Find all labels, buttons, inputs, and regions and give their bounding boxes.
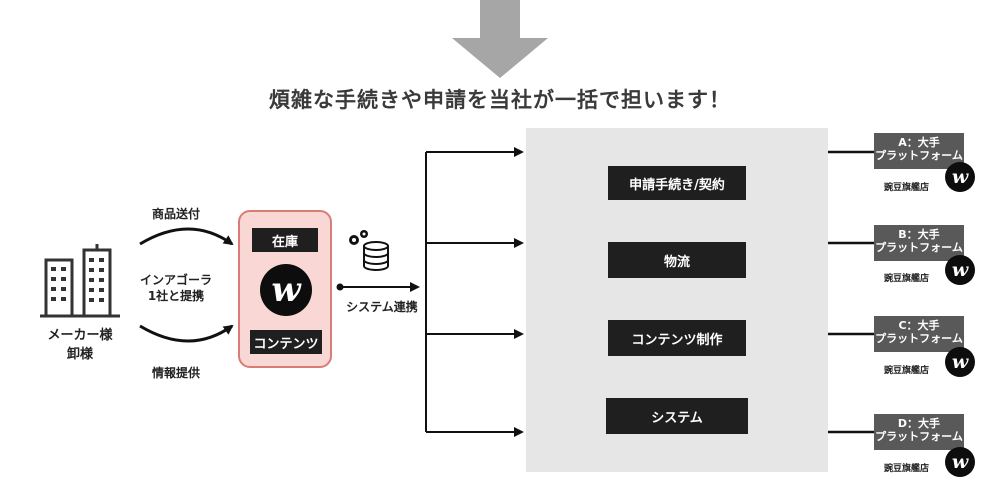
- platform-c: C：大手 プラットフォーム: [874, 316, 964, 352]
- service-logistics: 物流: [608, 242, 746, 278]
- maker-label: メーカー様 卸様: [28, 324, 132, 362]
- flow-label-top: 商品送付: [151, 207, 200, 221]
- platform-a: A：大手 プラットフォーム: [874, 133, 964, 169]
- flow-label-middle: インアゴーラ 1社と提携: [128, 272, 224, 304]
- platform-c-line1: C：大手: [898, 319, 940, 332]
- maker-label-line2: 卸様: [66, 347, 93, 362]
- platform-b-shop: 豌豆旗艦店: [884, 274, 930, 284]
- service-application: 申請手続き/契約: [608, 166, 746, 200]
- platform-b-w-logo-icon: w: [945, 255, 975, 285]
- stock-button: 在庫: [252, 228, 318, 252]
- database-gears-icon: [349, 230, 389, 271]
- w-logo-icon: w: [260, 264, 312, 316]
- platform-b: B：大手 プラットフォーム: [874, 225, 964, 261]
- platform-a-w-logo-icon: w: [945, 162, 975, 192]
- system-link-label: システム連携: [346, 300, 418, 314]
- flow-label-bottom: 情報提供: [151, 366, 200, 380]
- platform-d-shop: 豌豆旗艦店: [884, 464, 930, 474]
- gears-icon: [349, 230, 368, 245]
- database-icon: [363, 241, 389, 271]
- platform-c-shop: 豌豆旗艦店: [884, 366, 930, 376]
- platform-b-line1: B：大手: [898, 228, 940, 241]
- content-button: コンテンツ: [250, 330, 322, 354]
- service-content: コンテンツ制作: [608, 320, 746, 356]
- platform-a-line2: プラットフォーム: [875, 149, 963, 162]
- headline: 煩雑な手続きや申請を当社が一括で担います！: [269, 88, 731, 112]
- platform-b-line2: プラットフォーム: [875, 241, 963, 254]
- platform-d-line2: プラットフォーム: [875, 430, 963, 443]
- platform-d: D：大手 プラットフォーム: [874, 414, 964, 450]
- service-system: システム: [606, 398, 748, 434]
- platform-c-line2: プラットフォーム: [875, 332, 963, 345]
- flow-label-middle-line1: インアゴーラ: [139, 273, 212, 287]
- maker-label-line1: メーカー様: [47, 328, 113, 343]
- flow-label-middle-line2: 1社と提携: [147, 289, 205, 303]
- platform-c-w-logo-icon: w: [945, 347, 975, 377]
- platform-d-line1: D：大手: [897, 417, 941, 430]
- platform-a-line1: A：大手: [898, 136, 940, 149]
- inagora-box: 在庫 w コンテンツ: [238, 210, 332, 368]
- platform-a-shop: 豌豆旗艦店: [884, 183, 930, 193]
- platform-d-w-logo-icon: w: [945, 447, 975, 477]
- building-icon: [40, 244, 120, 318]
- down-arrow-icon: [452, 0, 548, 78]
